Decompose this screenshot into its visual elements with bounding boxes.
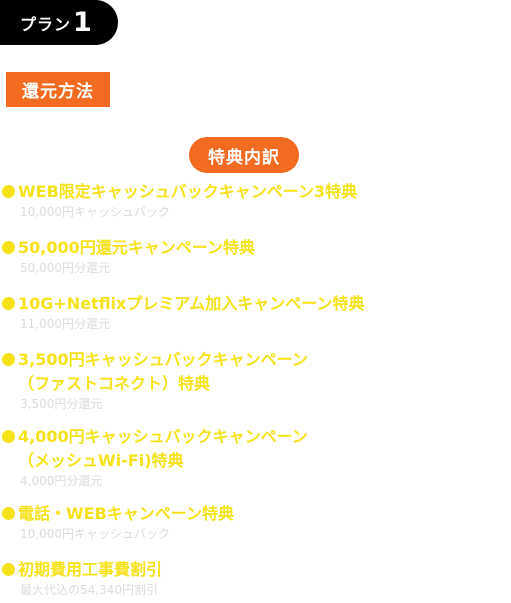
bullet-icon xyxy=(2,241,15,254)
benefit-title: 電話・WEBキャンペーン特典 xyxy=(0,502,511,526)
benefit-detail: 4,000円分還元 xyxy=(20,474,103,488)
benefit-detail: 10,000円キャッシュバック xyxy=(20,205,170,219)
benefit-item: WEB限定キャッシュバックキャンペーン3特典 10,000円キャッシュバック xyxy=(0,180,511,221)
benefit-title: 3,500円キャッシュバックキャンペーン（ファストコネクト）特典 xyxy=(0,348,511,396)
benefit-title: WEB限定キャッシュバックキャンペーン3特典 xyxy=(0,180,511,204)
bullet-icon xyxy=(2,563,15,576)
bullet-icon xyxy=(2,430,15,443)
benefit-item: 3,500円キャッシュバックキャンペーン（ファストコネクト）特典 3,500円分… xyxy=(0,348,511,413)
benefits-breakdown-label: 特典内訳 xyxy=(189,137,299,173)
plan-number: 1 xyxy=(73,7,92,38)
bullet-icon xyxy=(2,297,15,310)
benefit-item: 50,000円還元キャンペーン特典 50,000円分還元 xyxy=(0,236,511,277)
benefit-title: 4,000円キャッシュバックキャンペーン（メッシュWi-Fi)特典 xyxy=(0,425,511,473)
bullet-icon xyxy=(2,507,15,520)
plan-badge: プラン 1 xyxy=(0,0,118,45)
benefit-item: 電話・WEBキャンペーン特典 10,000円キャッシュバック xyxy=(0,502,511,543)
bullet-icon xyxy=(2,185,15,198)
benefit-detail: 3,500円分還元 xyxy=(20,397,103,411)
benefit-item: 10G+Netflixプレミアム加入キャンペーン特典 11,000円分還元 xyxy=(0,292,511,333)
bullet-icon xyxy=(2,353,15,366)
benefit-title: 初期費用工事費割引 xyxy=(0,558,511,582)
return-method-label: 還元方法 xyxy=(6,72,110,107)
benefit-detail: 11,000円分還元 xyxy=(20,317,110,331)
benefit-title: 50,000円還元キャンペーン特典 xyxy=(0,236,511,260)
benefit-title: 10G+Netflixプレミアム加入キャンペーン特典 xyxy=(0,292,511,316)
benefit-item: 4,000円キャッシュバックキャンペーン（メッシュWi-Fi)特典 4,000円… xyxy=(0,425,511,490)
benefit-detail: 10,000円キャッシュバック xyxy=(20,527,170,541)
benefit-detail: 最大代込の54,340円割引 xyxy=(20,583,158,597)
benefit-detail: 50,000円分還元 xyxy=(20,261,110,275)
plan-prefix: プラン xyxy=(20,14,72,34)
benefit-item: 初期費用工事費割引 最大代込の54,340円割引 xyxy=(0,558,511,599)
